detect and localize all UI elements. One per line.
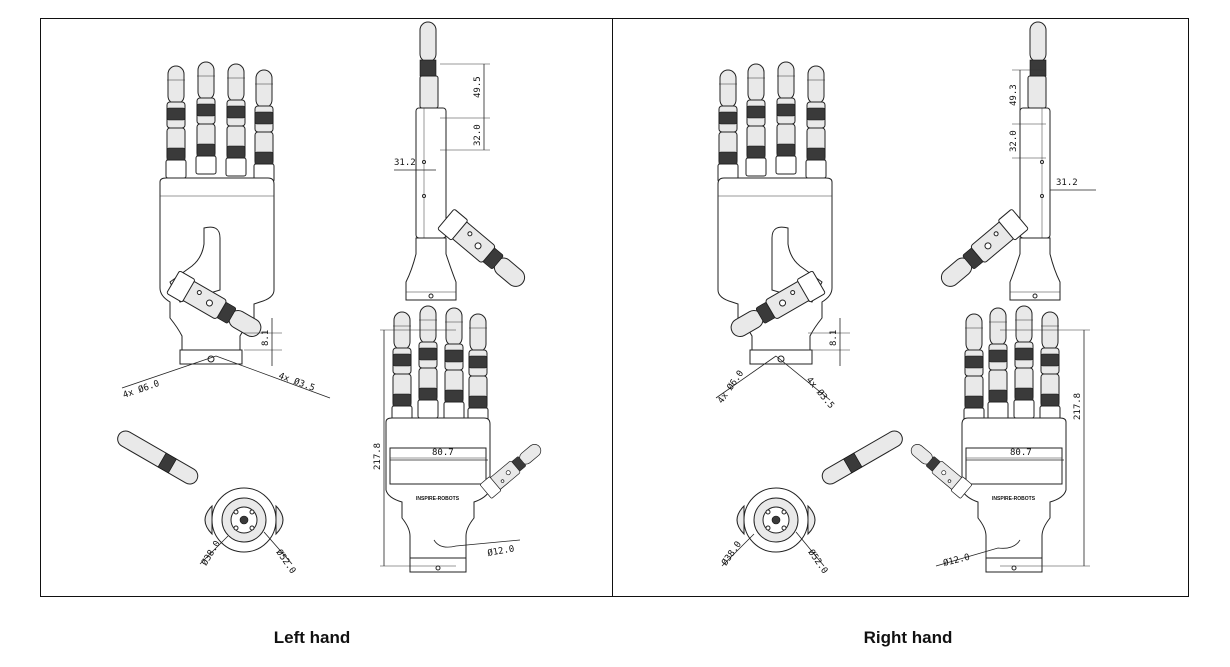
right-wrist-dim: 8.1 [829, 330, 839, 346]
left-wrist-dim: 8.1 [261, 330, 271, 346]
right-bottom-view [736, 430, 903, 553]
left-front-view [160, 62, 274, 364]
left-dia-a: Ø38.0 [199, 539, 223, 568]
left-tip-dim: 49.5 [473, 76, 483, 98]
left-thumb-offset: 31.2 [394, 158, 416, 168]
right-brand-label: INSPIRE-ROBOTS [992, 496, 1036, 502]
drawing-frame [40, 18, 1189, 597]
left-back-view [386, 306, 546, 572]
right-thumb-offset: 31.2 [1056, 178, 1078, 188]
left-pin-dim: Ø12.0 [487, 543, 516, 559]
right-tip-dim: 49.3 [1009, 84, 1019, 106]
right-pin-dim: Ø12.0 [942, 552, 971, 569]
left-mid-dim: 32.0 [473, 124, 483, 146]
left-dia-b: Ø52.0 [274, 547, 299, 576]
right-dia-b: Ø52.0 [806, 547, 831, 576]
left-side-view [405, 21, 532, 301]
right-side-view [934, 21, 1061, 301]
left-panel: 8.1 4x Ø6.0 4x Ø3.5 49.5 32.0 31.2 Ø38.0… [117, 21, 546, 576]
right-height-dim: 217.8 [1073, 393, 1083, 420]
left-height-dim: 217.8 [373, 443, 383, 470]
right-mid-dim: 32.0 [1009, 130, 1019, 152]
left-bottom-view [117, 430, 284, 553]
right-holes-a: 4x Ø6.0 [715, 368, 746, 405]
right-back-view [906, 306, 1066, 572]
left-width-dim: 80.7 [432, 448, 454, 458]
right-holes-b: 4x Ø3.5 [804, 375, 837, 411]
right-panel: 8.1 4x Ø6.0 4x Ø3.5 49.3 32.0 31.2 Ø38.0… [715, 21, 1096, 576]
right-hand-caption: Right hand [863, 628, 953, 647]
left-holes-b: 4x Ø3.5 [277, 370, 316, 393]
left-hand-caption: Left hand [273, 628, 351, 647]
right-dia-a: Ø38.0 [719, 539, 744, 568]
left-brand-label: INSPIRE-ROBOTS [416, 496, 460, 502]
right-front-view [718, 62, 832, 364]
right-width-dim: 80.7 [1010, 448, 1032, 458]
